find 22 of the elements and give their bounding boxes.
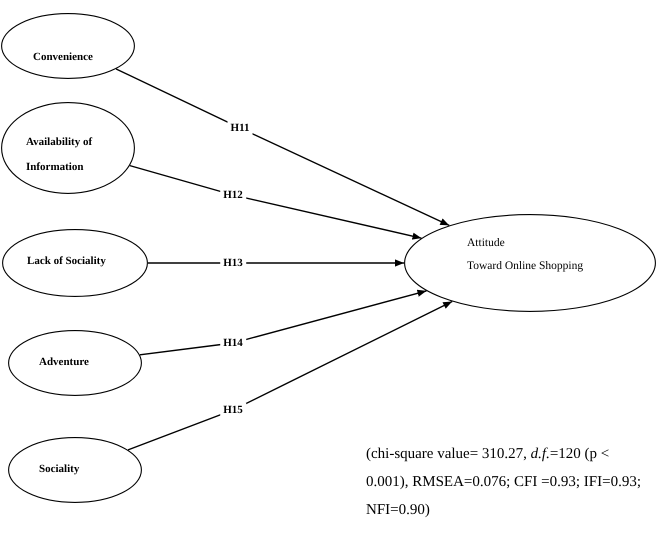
arrow [116,68,450,226]
edge-label: H15 [220,403,246,417]
node-label: Adventure [39,356,89,368]
construct-ellipse [1,102,135,194]
arrow [148,259,404,267]
fit-statistics-note: (chi-square value= 310.27, d.f.=120 (p < 0.001), RMSEA=0.076; CFI =0.93; IFI=0.93; NFI=0.90) [366,445,642,520]
node-label: Toward Online Shopping [467,260,584,272]
arrow [130,164,422,240]
node-label: Availability of Information [26,135,94,176]
node-label: Sociality [39,463,80,475]
edge-label: H11 [228,121,252,135]
node-label: Lack of Sociality [27,255,106,267]
construct-ellipse [2,229,148,297]
construct-ellipse [404,214,656,312]
construct-ellipse [1,13,135,79]
arrow [128,300,452,450]
construct-ellipse [8,330,142,396]
arrow [140,290,427,356]
node-label: Convenience [33,51,93,63]
edge-label: H12 [220,188,246,202]
node-label: Attitude [467,237,505,249]
construct-ellipse [8,437,142,503]
